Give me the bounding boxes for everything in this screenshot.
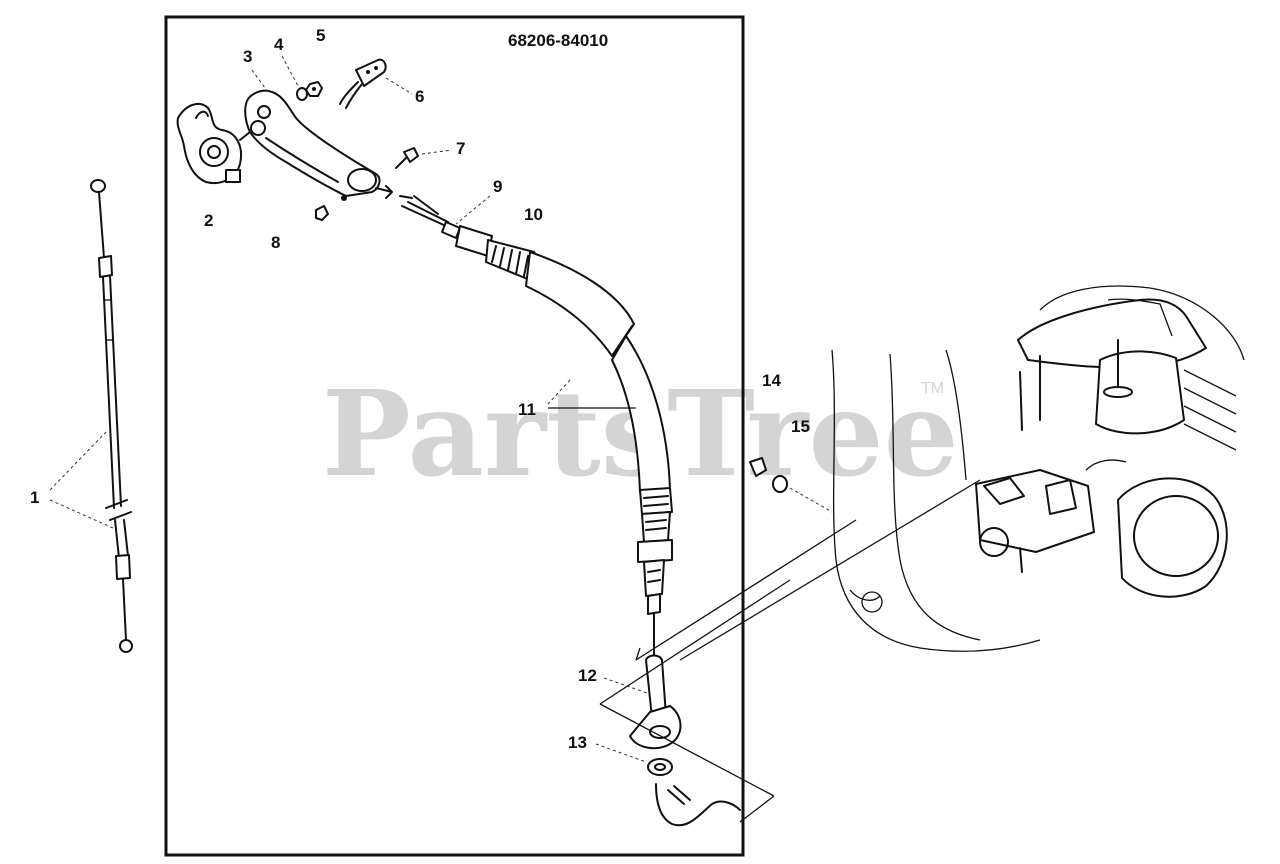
engine-washer [772,475,788,493]
upper-handle [244,89,381,201]
cable-fitting [401,195,461,239]
callout-2-label: 2 [204,211,213,230]
screw [395,147,419,169]
callout-14-label: 14 [762,371,781,390]
callout-9-label: 9 [493,177,502,196]
callout-5-label: 5 [316,26,325,45]
callout-13-label: 13 [568,733,587,752]
grip-collar [455,225,539,281]
assembly-frame [164,15,745,857]
callout-1-label: 1 [30,488,39,507]
callout-3-label: 3 [243,47,252,66]
mounting-bracket [629,654,682,750]
washer [296,87,308,101]
callout-6-label: 6 [415,87,424,106]
nut [305,81,323,97]
callout-15-label: 15 [791,417,810,436]
part-number: 68206-84010 [508,31,608,50]
callout-10-label: 10 [524,205,543,224]
trademark-mark: TM [921,380,944,397]
engine-assembly [831,285,1245,652]
ignition-lead [655,783,741,827]
lock-nut [647,758,673,776]
callout-1: 1 [30,431,114,529]
throttle-trigger-housing [176,102,251,184]
engine-screw [749,457,767,477]
hex-nut [315,205,329,221]
callout-12-label: 12 [578,666,597,685]
stop-switch [339,58,387,109]
callout-11-label: 11 [518,400,536,419]
shaft-tube [525,251,673,661]
callout-8-label: 8 [271,233,280,252]
throttle-cable [90,179,133,653]
callout-7-label: 7 [456,139,465,158]
projection-lines [599,479,981,823]
callout-4-label: 4 [274,35,284,54]
